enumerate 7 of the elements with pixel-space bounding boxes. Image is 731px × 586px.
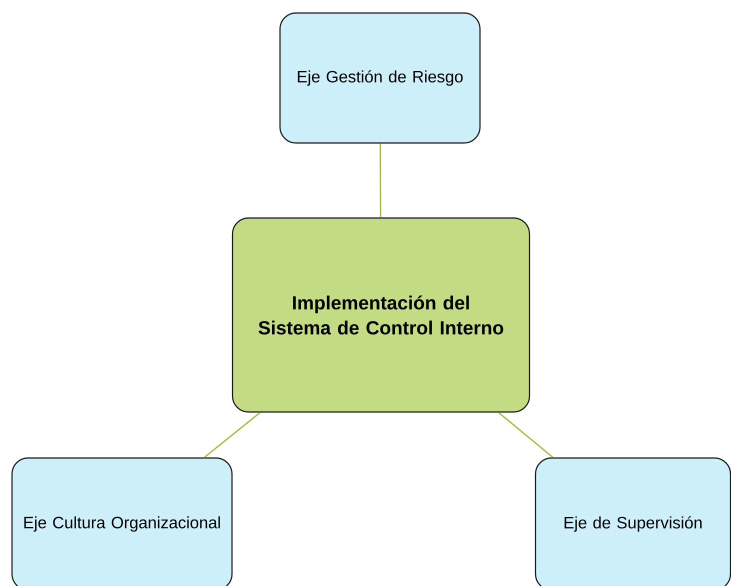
main-box: Implementación del Sistema de Control Interno <box>232 217 530 413</box>
connector-line <box>204 412 260 458</box>
axis-box: Eje Cultura Organizacional <box>11 457 233 586</box>
connector-line <box>380 144 382 218</box>
axis-box: Eje de Supervisión <box>534 457 731 586</box>
axis-box: Eje Gestión de Riesgo <box>279 12 481 144</box>
connector-line <box>498 412 554 458</box>
